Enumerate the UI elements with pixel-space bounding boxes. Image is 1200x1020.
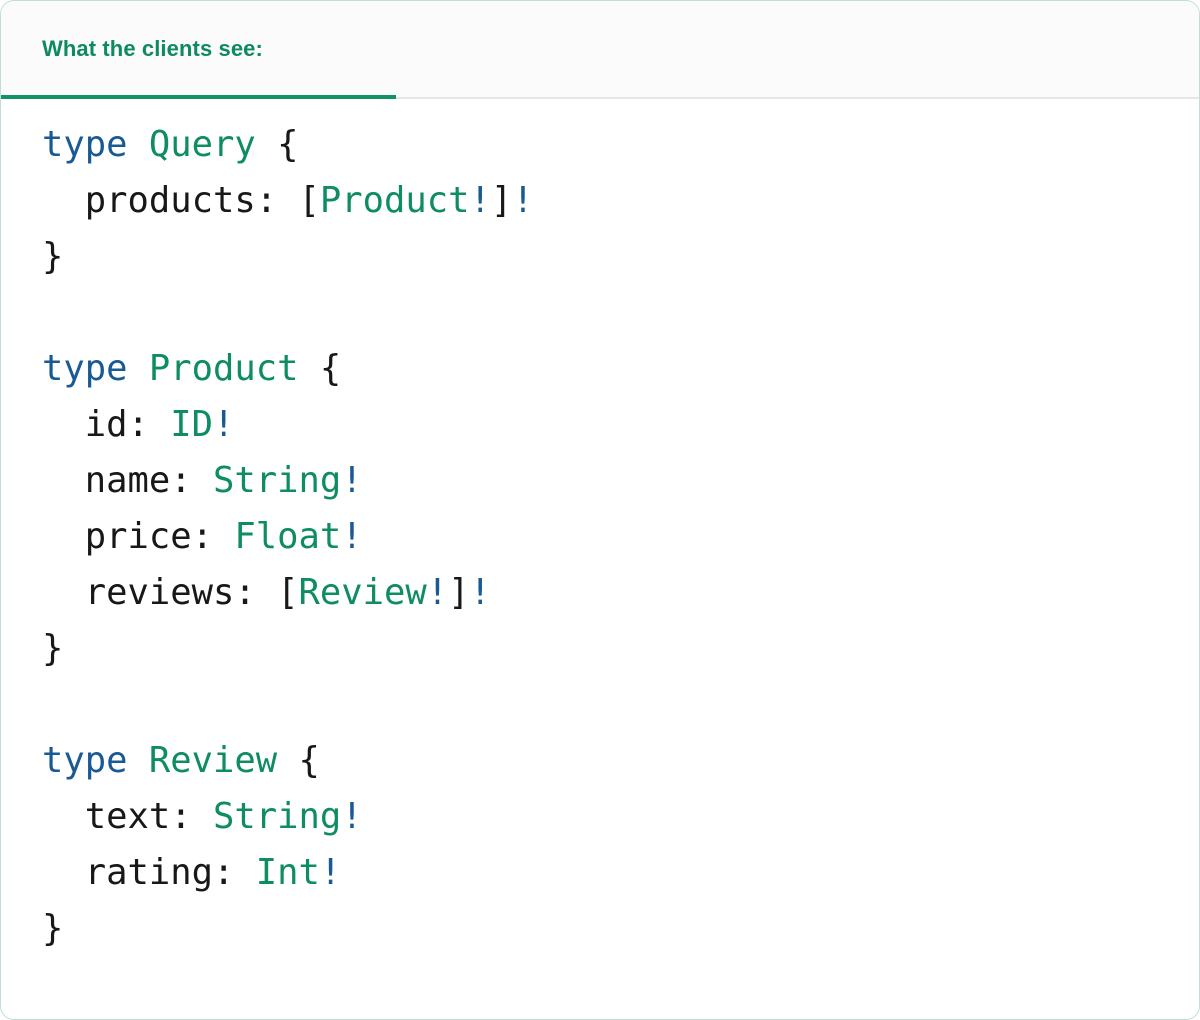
code-line: products: [Product!]!	[42, 173, 1199, 229]
code-token-type: Float	[234, 516, 342, 557]
code-token-bang: !	[341, 460, 363, 501]
code-token-field: rating:	[42, 852, 235, 893]
code-line: }	[42, 621, 1199, 677]
code-token-bang: !	[341, 516, 363, 557]
code-line: }	[42, 229, 1199, 285]
code-token-bang: !	[319, 852, 342, 893]
code-token-punct	[192, 796, 213, 837]
code-token-bang: !	[469, 180, 491, 221]
code-token-field: products:	[42, 180, 278, 221]
page-title: What the clients see:	[42, 36, 263, 61]
code-token-kw: type	[42, 124, 128, 165]
code-token-punct: [	[277, 572, 299, 613]
code-token-bang: !	[512, 180, 534, 221]
code-token-type: String	[213, 460, 342, 501]
code-token-punct: {	[298, 740, 320, 781]
code-token-type: Product	[148, 348, 299, 389]
code-token-type: Int	[255, 852, 320, 893]
code-token-punct: }	[42, 236, 64, 277]
code-token-bang: !	[213, 404, 235, 445]
code-token-type: Review	[148, 740, 278, 781]
code-token-type: String	[213, 796, 342, 837]
code-line: id: ID!	[42, 397, 1199, 453]
code-token-punct	[128, 348, 149, 389]
code-token-punct	[256, 572, 277, 613]
code-token-punct	[277, 740, 298, 781]
code-token-type: Product	[319, 180, 470, 221]
code-token-punct	[192, 460, 213, 501]
code-token-punct	[128, 740, 149, 781]
code-token-type: Review	[298, 572, 427, 613]
code-token-kw: type	[42, 740, 128, 781]
code-token-punct: [	[298, 180, 320, 221]
code-token-punct	[234, 852, 255, 893]
code-area: type Query { products: [Product!]!} type…	[1, 99, 1199, 957]
code-token-bang: !	[469, 572, 491, 613]
code-token-field: reviews:	[42, 572, 256, 613]
code-line: type Query {	[42, 117, 1199, 173]
code-line: name: String!	[42, 453, 1199, 509]
code-token-field: name:	[42, 460, 192, 501]
code-token-punct: }	[42, 908, 64, 949]
code-token-kw: type	[42, 348, 128, 389]
code-line: text: String!	[42, 789, 1199, 845]
code-token-punct	[256, 124, 277, 165]
code-line	[42, 285, 1199, 341]
code-line: type Product {	[42, 341, 1199, 397]
code-token-bang: !	[341, 796, 363, 837]
code-token-punct	[213, 516, 234, 557]
code-token-punct: {	[277, 124, 299, 165]
code-line: price: Float!	[42, 509, 1199, 565]
code-token-field: price:	[42, 516, 213, 557]
code-line: reviews: [Review!]!	[42, 565, 1199, 621]
code-token-punct: }	[42, 628, 64, 669]
code-token-punct	[299, 348, 320, 389]
code-token-punct: {	[319, 348, 342, 389]
code-token-type: Query	[148, 124, 256, 165]
code-token-punct	[149, 404, 170, 445]
graphql-schema-code[interactable]: type Query { products: [Product!]!} type…	[42, 117, 1199, 957]
code-token-punct: ]	[490, 180, 513, 221]
code-line: }	[42, 901, 1199, 957]
active-tab-underline	[1, 95, 396, 99]
panel-header: What the clients see:	[1, 1, 1199, 99]
code-token-field: text:	[42, 796, 192, 837]
code-line: rating: Int!	[42, 845, 1199, 901]
code-token-field: id:	[42, 404, 149, 445]
code-token-punct	[128, 124, 149, 165]
code-token-bang: !	[426, 572, 449, 613]
code-line: type Review {	[42, 733, 1199, 789]
code-token-punct	[277, 180, 298, 221]
code-line	[42, 677, 1199, 733]
code-token-punct: ]	[448, 572, 470, 613]
code-token-type: ID	[170, 404, 213, 445]
